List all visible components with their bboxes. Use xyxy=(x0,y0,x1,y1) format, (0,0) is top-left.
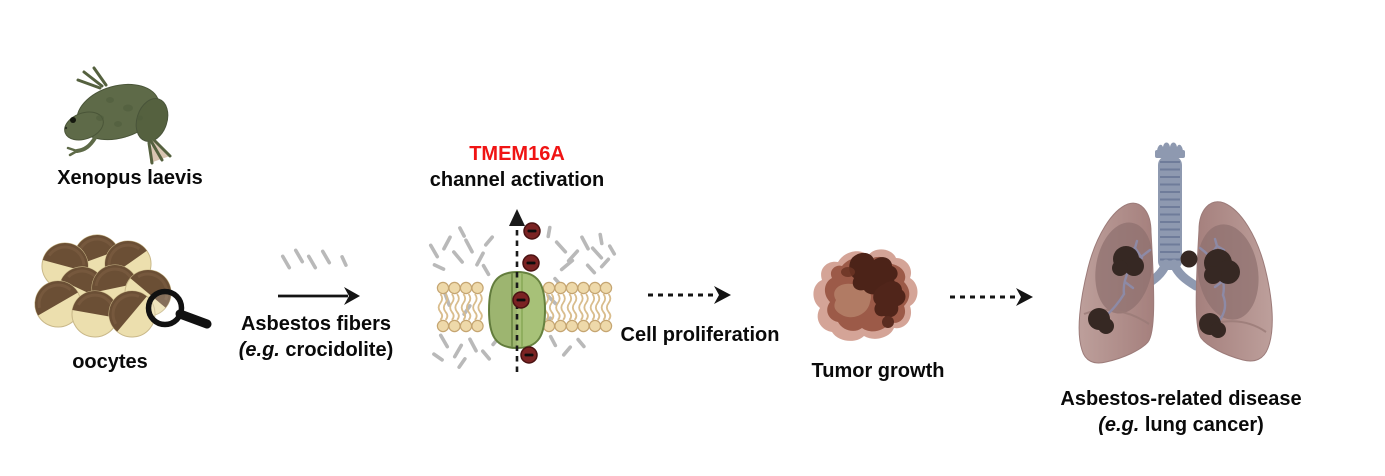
outcome-line2-rest: lung cancer) xyxy=(1139,414,1264,436)
lungs-icon xyxy=(1078,142,1273,364)
disease-arrow xyxy=(950,288,1033,306)
cell-proliferation-label: Cell proliferation xyxy=(620,324,780,346)
magnifier-icon xyxy=(145,288,212,329)
tumor-icon xyxy=(813,249,918,341)
exposure-line2-rest: crocidolite) xyxy=(279,339,394,361)
lung-tumor-icons xyxy=(1088,246,1240,338)
tmem16a-label: TMEM16A xyxy=(469,143,565,165)
oocytes-icon xyxy=(25,227,212,348)
organism-label: Xenopus laevis xyxy=(57,167,203,189)
channel-activation-label: channel activation xyxy=(429,169,605,191)
membrane-icon xyxy=(436,209,613,372)
tmem16a-channel-icon xyxy=(487,270,547,350)
outcome-label: Asbestos-related disease (e.g. lung canc… xyxy=(1031,386,1331,438)
chloride-ion-icons xyxy=(512,222,541,364)
exposure-line1: Asbestos fibers xyxy=(240,313,392,335)
exposure-arrow xyxy=(278,287,360,305)
outcome-line1: Asbestos-related disease xyxy=(1060,388,1302,410)
frog-icon xyxy=(64,66,172,165)
outcome-line2-italic: (e.g. xyxy=(1098,414,1140,436)
exposure-label: Asbestos fibers (e.g. crocidolite) xyxy=(216,311,416,363)
tumor-growth-label: Tumor growth xyxy=(811,360,945,382)
exposure-line2-italic: (e.g. xyxy=(238,339,280,361)
proliferation-arrow xyxy=(648,286,731,304)
asbestos-fibers-icon xyxy=(280,225,617,369)
oocytes-label: oocytes xyxy=(72,351,148,373)
mechanism-label: TMEM16A channel activation xyxy=(397,141,637,193)
